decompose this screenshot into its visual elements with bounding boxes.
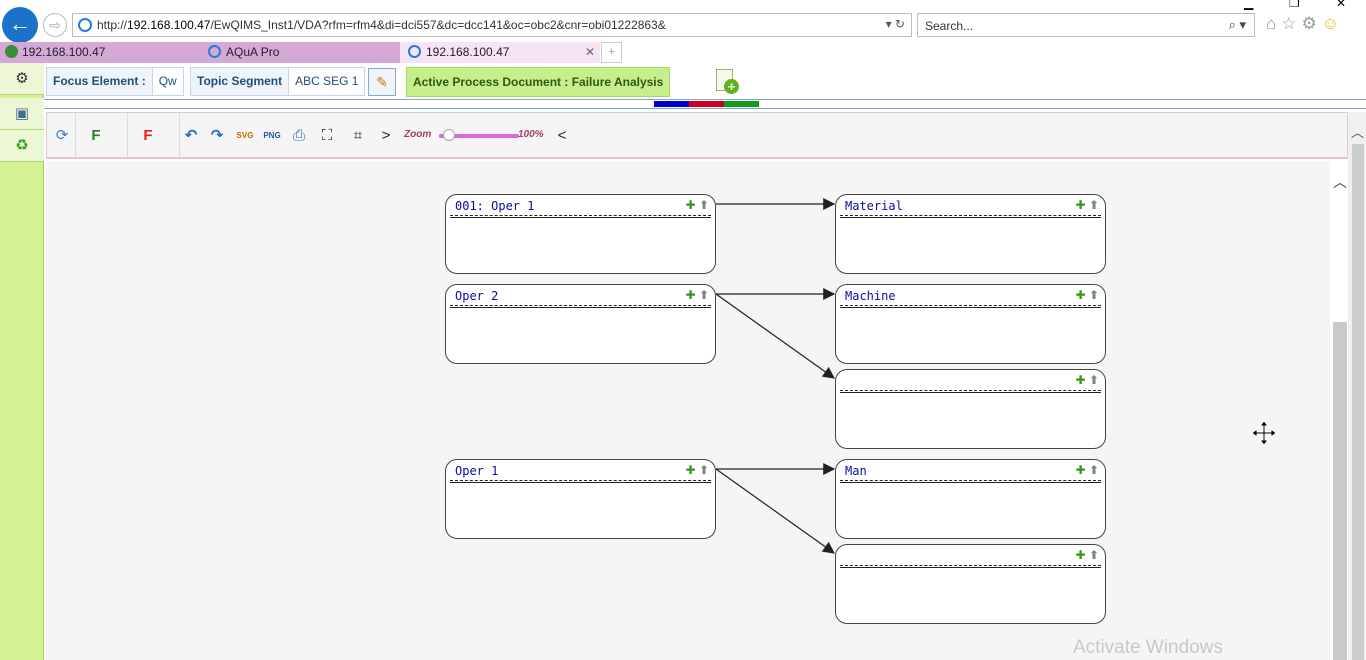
new-tab-button[interactable]: +	[601, 42, 622, 63]
close-window-icon[interactable]: ✕	[1336, 0, 1347, 10]
add-child-icon[interactable]: ✚	[685, 288, 696, 302]
zoom-value: 100%	[518, 129, 544, 140]
activate-windows-watermark: Activate Windows	[1073, 637, 1223, 658]
node-machine[interactable]: Machine ✚ ⬆	[835, 284, 1106, 364]
node-oper-2[interactable]: Oper 2 ✚ ⬆	[445, 284, 716, 364]
back-button[interactable]: ←	[2, 7, 38, 43]
fit-to-screen-button[interactable]: ⌗	[353, 127, 363, 144]
screen-icon[interactable]: ▣	[0, 98, 44, 130]
move-up-icon[interactable]: ⬆	[1088, 548, 1099, 562]
next-arrow-button[interactable]: >	[381, 127, 391, 144]
home-icon[interactable]: ⌂	[1266, 14, 1282, 33]
focus-element-value[interactable]: Qw	[151, 68, 183, 95]
toolbar-separator	[127, 113, 128, 158]
browser-toolbar-icons: ⌂☆⚙☺	[1266, 14, 1344, 34]
add-child-icon[interactable]: ✚	[1075, 288, 1086, 302]
url-text: http://192.168.100.47/EwQIMS_Inst1/VDA?r…	[97, 18, 666, 32]
add-child-icon[interactable]: ✚	[1075, 548, 1086, 562]
expand-button[interactable]: ⛶	[321, 127, 333, 144]
prev-arrow-button[interactable]: <	[557, 127, 567, 144]
diagram-toolbar: ⟳ F F ↶ ↷ SVG PNG ⎙ ⛶ ⌗ > Zoom 100% <	[46, 112, 1348, 159]
export-svg-button[interactable]: SVG	[236, 131, 254, 140]
edit-document-button[interactable]: ✎	[368, 68, 396, 96]
canvas-scrollbar[interactable]	[1333, 322, 1347, 660]
add-child-icon[interactable]: ✚	[1075, 198, 1086, 212]
add-child-icon[interactable]: ✚	[1075, 463, 1086, 477]
refresh-icon[interactable]: ▾ ↻	[885, 17, 905, 31]
diagram-edges	[715, 198, 836, 554]
settings-gear-icon[interactable]: ⚙	[1301, 14, 1322, 33]
minimize-icon[interactable]: ▁	[1244, 0, 1254, 10]
add-child-icon[interactable]: ✚	[685, 463, 696, 477]
feedback-smiley-icon[interactable]: ☺	[1321, 14, 1345, 33]
diagram-canvas[interactable]: 001: Oper 1 ✚ ⬆ Material ✚ ⬆ Oper 2 ✚ ⬆ …	[46, 161, 1330, 660]
node-empty-2[interactable]: ✚ ⬆	[835, 544, 1106, 624]
page-scrollbar[interactable]: ︿	[1348, 112, 1366, 660]
f-red-button[interactable]: F	[143, 127, 153, 144]
move-up-icon[interactable]: ⬆	[1088, 288, 1099, 302]
canvas-scroll-up-icon[interactable]: ︿	[1333, 174, 1347, 190]
topic-segment-value[interactable]: ABC SEG 1	[288, 68, 365, 95]
forward-button[interactable]: ⇨	[43, 13, 67, 37]
status-strip-green	[724, 101, 759, 107]
node-empty-1[interactable]: ✚ ⬆	[835, 369, 1106, 449]
search-input[interactable]: Search... ⌕ ▾	[917, 13, 1255, 37]
edge-oper2-empty	[715, 293, 835, 379]
move-up-icon[interactable]: ⬆	[1088, 373, 1099, 387]
redo-button[interactable]: ↷	[210, 127, 224, 144]
search-icon[interactable]: ⌕ ▾	[1228, 17, 1246, 32]
status-strip-red	[689, 101, 724, 107]
tab-192-168-100-47-active[interactable]: 192.168.100.47 ✕	[400, 42, 600, 63]
node-material[interactable]: Material ✚ ⬆	[835, 194, 1106, 274]
tab-aqua-pro[interactable]: AQuA Pro	[200, 42, 400, 63]
scroll-up-icon[interactable]: ︿	[1351, 125, 1365, 140]
gear-icon[interactable]: ⚙	[0, 63, 44, 95]
edge-oper1b-empty	[715, 468, 835, 554]
tab-close-icon[interactable]: ✕	[584, 45, 595, 59]
toolbar-separator	[179, 113, 180, 158]
node-oper-1[interactable]: Oper 1 ✚ ⬆	[445, 459, 716, 539]
node-man[interactable]: Man ✚ ⬆	[835, 459, 1106, 539]
left-sidebar: ⚙ ▣ ♻	[0, 63, 44, 660]
refresh-button[interactable]: ⟳	[55, 127, 69, 144]
favorites-star-icon[interactable]: ☆	[1281, 14, 1302, 33]
undo-button[interactable]: ↶	[184, 127, 198, 144]
move-up-icon[interactable]: ⬆	[1088, 198, 1099, 212]
focus-element: Focus Element :Qw	[46, 67, 184, 96]
zoom-label: Zoom	[404, 129, 432, 140]
ie-page-icon	[78, 18, 92, 32]
move-cursor-icon	[1251, 420, 1277, 446]
tab-bar: 192.168.100.47 AQuA Pro 192.168.100.47 ✕…	[0, 42, 1366, 63]
status-strip-blue	[654, 101, 689, 107]
move-up-icon[interactable]: ⬆	[698, 288, 709, 302]
add-document-button[interactable]: +	[714, 69, 740, 97]
zoom-slider[interactable]	[439, 134, 519, 138]
add-child-icon[interactable]: ✚	[685, 198, 696, 212]
f-green-button[interactable]: F	[91, 127, 101, 144]
browser-address-bar: ← ⇨ http://192.168.100.47/EwQIMS_Inst1/V…	[0, 0, 1366, 43]
export-png-button[interactable]: PNG	[263, 131, 281, 140]
move-up-icon[interactable]: ⬆	[698, 463, 709, 477]
recycle-icon[interactable]: ♻	[0, 130, 44, 162]
ie-favicon-icon	[208, 45, 221, 58]
move-up-icon[interactable]: ⬆	[698, 198, 709, 212]
document-edit-icon: ✎	[376, 74, 388, 90]
ie-favicon-icon	[408, 45, 421, 58]
scrollbar-thumb[interactable]	[1352, 144, 1364, 660]
tab-192-168-100-47-first[interactable]: 192.168.100.47	[0, 42, 200, 63]
url-input[interactable]: http://192.168.100.47/EwQIMS_Inst1/VDA?r…	[72, 13, 912, 37]
print-button[interactable]: ⎙	[292, 127, 305, 144]
zoom-slider-handle[interactable]	[443, 129, 456, 141]
add-child-icon[interactable]: ✚	[1075, 373, 1086, 387]
add-plus-icon: +	[724, 79, 739, 94]
active-process-document: Active Process Document : Failure Analys…	[406, 67, 671, 97]
node-001-oper-1[interactable]: 001: Oper 1 ✚ ⬆	[445, 194, 716, 274]
site-favicon-icon	[5, 45, 18, 58]
move-up-icon[interactable]: ⬆	[1088, 463, 1099, 477]
toolbar-separator	[75, 113, 76, 158]
restore-icon[interactable]: ❐	[1289, 0, 1300, 10]
